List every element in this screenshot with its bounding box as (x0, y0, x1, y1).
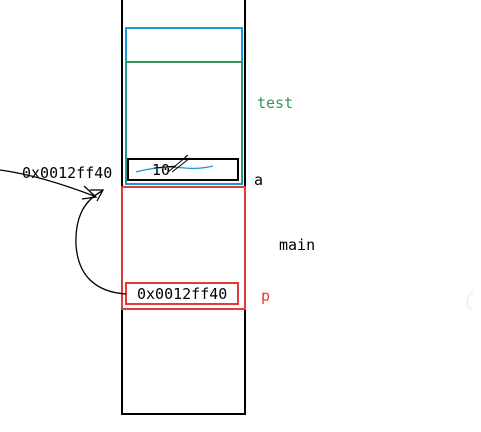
faint-mark (466, 291, 474, 311)
incoming-arrow (0, 169, 95, 197)
a-value-text: 10 (152, 161, 170, 179)
strike-mark (153, 154, 191, 173)
main-frame-label: main (279, 236, 315, 254)
var-p-label: p (261, 287, 270, 305)
incoming-arrow-head (81, 185, 98, 200)
a-address-label: 0x0012ff40 (22, 164, 112, 182)
main-frame-box (121, 186, 246, 310)
test-frame-label: test (257, 94, 293, 112)
var-a-label: a (254, 171, 263, 189)
value-change-scribble (135, 165, 214, 173)
pointer-arrow-head (90, 189, 105, 202)
p-value-text: 0x0012ff40 (137, 285, 227, 303)
pointer-arrow (75, 190, 127, 295)
test-frame-box (125, 27, 243, 185)
